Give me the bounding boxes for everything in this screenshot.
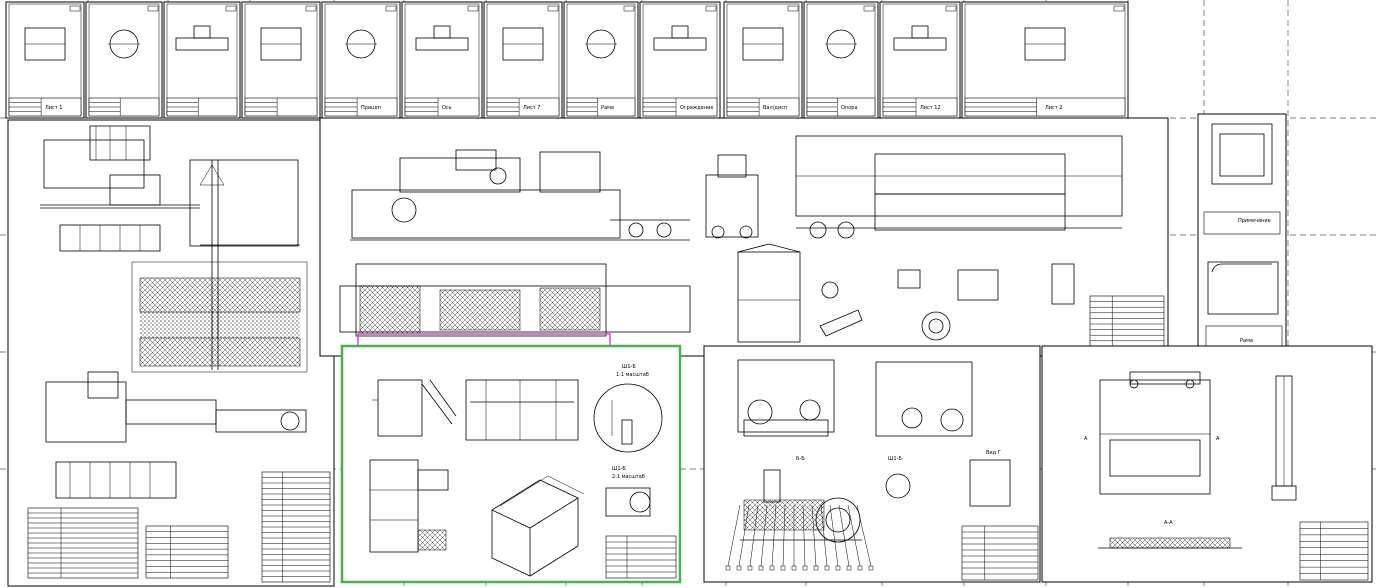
right-sheet-title1: Примечание	[1238, 218, 1271, 224]
top-sheet-10[interactable]: Вал/дисп	[723, 1, 803, 119]
center-b-label: Б-Б	[796, 456, 805, 462]
top-sheet-title: Ограждение	[680, 105, 713, 111]
green-mid-label: Ш1-Б	[612, 466, 626, 472]
top-sheet-title: Вал/дисп	[763, 105, 787, 111]
base-frame-sheet[interactable]: А А А-А	[1041, 345, 1373, 583]
top-sheet-11[interactable]: Опора	[803, 1, 879, 119]
right-marker-1: А	[1084, 436, 1088, 442]
trailer-assembly-sheet[interactable]	[319, 117, 1169, 357]
pump-unit-sheet[interactable]: Б-Б Ш1-Б Вид Г	[703, 345, 1041, 583]
selection-highlight-green[interactable]	[340, 344, 682, 584]
right-marker-2: А	[1216, 436, 1220, 442]
green-mid-label2: 2:1 масштаб	[612, 474, 645, 480]
center-v-label: Ш1-Б	[888, 456, 902, 462]
top-sheet-9[interactable]: Ограждение	[639, 1, 721, 119]
container-detail-sheet[interactable]: Ш1-Б 1:1 масштаб Ш1-Б 2:1 масштаб	[341, 345, 681, 583]
center-g-label: Вид Г	[986, 450, 1001, 456]
top-sheet-title: Прицеп	[361, 105, 381, 111]
top-sheet-title: Лист 7	[523, 105, 540, 111]
top-sheet-12[interactable]: Лист 12	[879, 1, 961, 119]
top-sheet-title: Ось	[442, 105, 452, 111]
top-sheet-title: Опора	[841, 105, 858, 111]
top-sheet-2[interactable]	[85, 1, 163, 119]
top-sheet-row: Лист 1 Прицеп Ось Лист 7 Рама Ограждение Вал/д…	[5, 1, 1129, 119]
top-sheet-6[interactable]: Ось	[401, 1, 483, 119]
top-sheet-title: Рама	[601, 105, 614, 111]
top-sheet-13[interactable]: Лист 2	[961, 1, 1129, 119]
right-frame-sheet[interactable]: Примечание Рама	[1197, 113, 1287, 355]
top-sheet-4[interactable]	[241, 1, 321, 119]
green-top-label: Ш1-Б	[622, 364, 636, 370]
top-sheet-1[interactable]: Лист 1	[5, 1, 85, 119]
top-sheet-3[interactable]	[163, 1, 241, 119]
left-sheet-site-plan[interactable]	[7, 119, 335, 587]
top-sheet-8[interactable]: Рама	[563, 1, 639, 119]
green-top-label2: 1:1 масштаб	[616, 372, 649, 378]
top-sheet-title: Лист 12	[920, 105, 941, 111]
top-sheet-title: Лист 2	[1045, 105, 1062, 111]
top-sheet-7[interactable]: Лист 7	[483, 1, 563, 119]
top-sheet-5[interactable]: Прицеп	[321, 1, 401, 119]
top-sheet-title: Лист 1	[45, 105, 62, 111]
right-sheet-title2: Рама	[1240, 338, 1253, 344]
right-aa-label: А-А	[1164, 520, 1173, 526]
